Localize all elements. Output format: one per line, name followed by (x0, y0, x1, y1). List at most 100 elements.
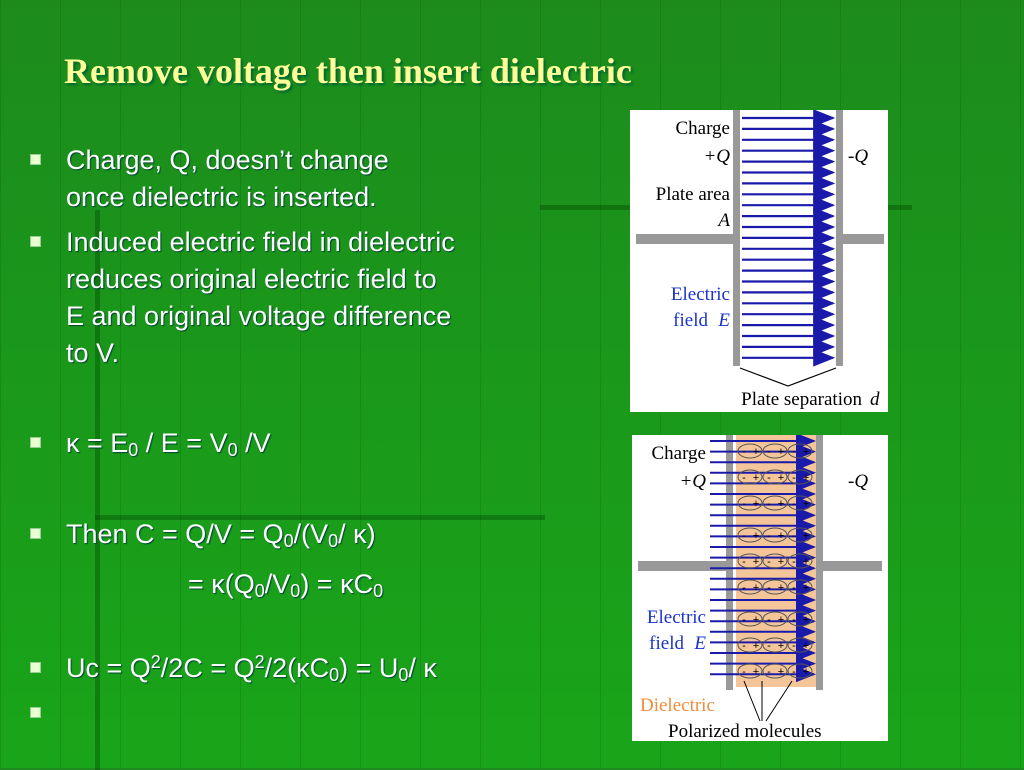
plus-q-label: +Q (703, 146, 730, 167)
molecule-minus: - (792, 582, 796, 594)
capacitor-diagram: Charge +Q -Q Plate area A Electric field… (630, 110, 888, 412)
molecule (737, 527, 763, 543)
background-stripe (95, 515, 545, 520)
molecule-plus: + (778, 556, 784, 568)
molecule (762, 495, 788, 511)
left-lead (638, 561, 730, 571)
molecule-plus: + (778, 666, 784, 678)
molecule-plus: + (778, 582, 784, 594)
molecule (737, 495, 763, 511)
bullet-marker (30, 236, 41, 247)
molecule (737, 637, 763, 653)
molecule-minus: - (742, 666, 746, 678)
molecule-minus: - (742, 556, 746, 568)
bullet-line: Charge, Q, doesn’t change (66, 145, 389, 175)
molecule-minus: - (767, 498, 771, 510)
plate-area-label: Plate area (656, 184, 731, 205)
right-plate (836, 110, 843, 366)
dielectric-capacitor-diagram: -+-+-+-+-+-+-+-+-+-+-+-+-+-+-+-+-+-+-+-+… (632, 435, 888, 741)
bullet-line: E and original voltage difference (66, 301, 452, 331)
molecule-minus: - (792, 666, 796, 678)
molecule (762, 553, 788, 569)
molecule (787, 663, 813, 679)
molecule-minus: - (767, 614, 771, 626)
bullet-line: once dielectric is inserted. (66, 182, 377, 212)
molecule (762, 663, 788, 679)
molecule (787, 553, 813, 569)
molecule-plus: + (753, 582, 759, 594)
molecule (787, 469, 813, 485)
d-symbol: d (870, 389, 880, 410)
molecule-minus: - (742, 472, 746, 484)
molecule-plus: + (803, 640, 809, 652)
molecule-minus: - (767, 530, 771, 542)
molecule-minus: - (767, 472, 771, 484)
separation-bracket (739, 367, 837, 387)
molecule-plus: + (803, 472, 809, 484)
area-symbol: A (716, 210, 730, 231)
molecule-plus: + (803, 498, 809, 510)
molecule (787, 495, 813, 511)
bullet-line: reduces original electric field to (66, 264, 437, 294)
molecule (737, 611, 763, 627)
field-label: field (649, 633, 684, 654)
e-symbol: E (717, 310, 730, 331)
molecule (737, 553, 763, 569)
molecule-plus: + (753, 614, 759, 626)
molecule-minus: - (792, 640, 796, 652)
left-plate (726, 435, 733, 690)
molecule-minus: - (742, 530, 746, 542)
plus-q-label: +Q (679, 471, 706, 492)
molecule-minus: - (742, 498, 746, 510)
molecule (737, 469, 763, 485)
molecule-plus: + (753, 666, 759, 678)
charge-label: Charge (651, 443, 706, 464)
bullet-marker (30, 662, 41, 673)
molecule-pointer-lines (743, 680, 793, 722)
molecule-minus: - (792, 498, 796, 510)
capacitance-equation-line2: = κ(Q0/V0) = κC0 (188, 569, 384, 601)
molecule-plus: + (753, 472, 759, 484)
molecule-minus: - (742, 582, 746, 594)
molecule (787, 579, 813, 595)
molecule-minus: - (767, 666, 771, 678)
molecule-plus: + (803, 582, 809, 594)
molecule-plus: + (803, 530, 809, 542)
capacitance-equation: Then C = Q/V = Q0/(V0/ κ) (66, 519, 376, 551)
molecule-plus: + (778, 446, 784, 458)
molecule (737, 443, 763, 459)
molecule (737, 579, 763, 595)
plate-separation-label: Plate separation (741, 389, 862, 410)
molecule-plus: + (803, 666, 809, 678)
molecule-minus: - (792, 530, 796, 542)
left-plate (733, 110, 740, 366)
molecule-plus: + (753, 530, 759, 542)
slide-title: Remove voltage then insert dielectric (64, 51, 632, 91)
kappa-equation: κ = E0 / E = V0 /V (66, 428, 271, 460)
dielectric-label: Dielectric (640, 695, 715, 716)
molecule (737, 663, 763, 679)
molecule-plus: + (778, 472, 784, 484)
molecule-minus: - (742, 614, 746, 626)
e-symbol: E (693, 633, 706, 654)
minus-q-label: -Q (848, 146, 868, 167)
electric-label: Electric (671, 284, 730, 305)
molecule (787, 443, 813, 459)
molecule-plus: + (753, 498, 759, 510)
molecule-minus: - (792, 614, 796, 626)
right-lead (822, 561, 882, 571)
molecule-minus: - (792, 472, 796, 484)
field-label: field (673, 310, 708, 331)
molecule-minus: - (767, 556, 771, 568)
polarized-molecules: -+-+-+-+-+-+-+-+-+-+-+-+-+-+-+-+-+-+-+-+… (737, 443, 813, 679)
dielectric-capacitor-svg: -+-+-+-+-+-+-+-+-+-+-+-+-+-+-+-+-+-+-+-+… (638, 435, 882, 741)
molecule-minus: - (792, 446, 796, 458)
molecule (762, 443, 788, 459)
molecule (787, 611, 813, 627)
bullet-marker (30, 707, 41, 718)
molecule-minus: - (767, 582, 771, 594)
molecule-plus: + (778, 530, 784, 542)
energy-equation: Uc = Q2/2C = Q2/2(κC0) = U0/ κ (66, 652, 437, 685)
molecule-plus: + (778, 498, 784, 510)
molecule-plus: + (778, 640, 784, 652)
